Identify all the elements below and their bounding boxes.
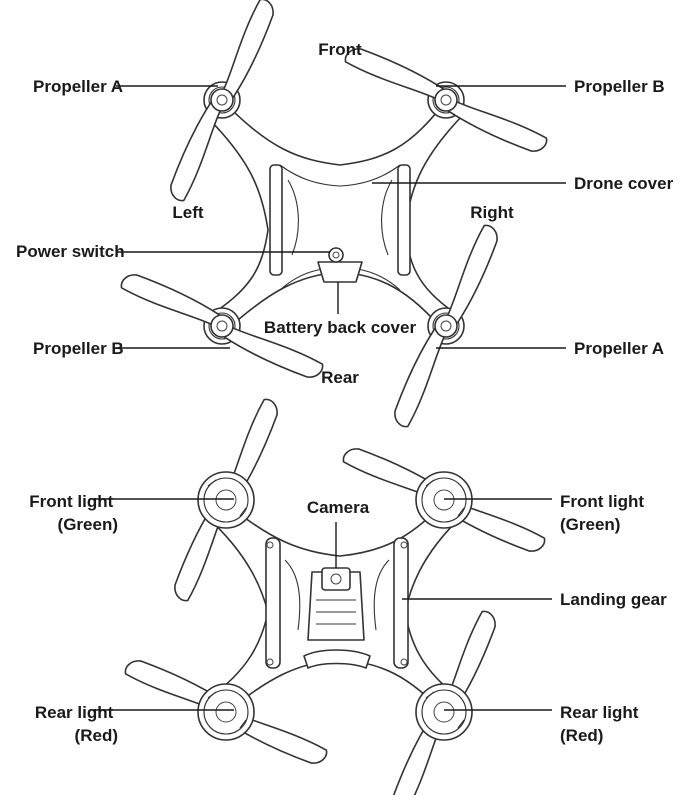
rear-light-left-label: Rear light (Red): [35, 703, 118, 745]
rear-light-left-line2: (Red): [75, 726, 118, 745]
left-label: Left: [172, 203, 204, 222]
battery-back-cover-label: Battery back cover: [264, 318, 417, 337]
propeller-b-label-rear-left: Propeller B: [33, 339, 124, 358]
rear-light-right-label: Rear light (Red): [560, 703, 643, 745]
right-label: Right: [470, 203, 514, 222]
bottom-view-frame: [205, 499, 463, 717]
front-light-left-line2: (Green): [58, 515, 118, 534]
propeller-a-label-rear-right: Propeller A: [574, 339, 664, 358]
bottom-view: Front light (Green) Front light (Green) …: [29, 395, 667, 795]
front-light-left-line1: Front light: [29, 492, 113, 511]
camera-label: Camera: [307, 498, 370, 517]
front-light-right-line1: Front light: [560, 492, 644, 511]
top-view: Front Rear Left Right Propeller A Propel…: [16, 0, 674, 431]
propeller-b-label-front-right: Propeller B: [574, 77, 665, 96]
front-light-right-line2: (Green): [560, 515, 620, 534]
power-switch-label: Power switch: [16, 242, 125, 261]
rear-label: Rear: [321, 368, 359, 387]
rear-light-right-line1: Rear light: [560, 703, 639, 722]
front-light-right-label: Front light (Green): [560, 492, 649, 534]
rear-light-right-line2: (Red): [560, 726, 603, 745]
rear-light-left-line1: Rear light: [35, 703, 114, 722]
top-view-frame: [205, 99, 463, 335]
front-label: Front: [318, 40, 362, 59]
propeller-a-label-front-left: Propeller A: [33, 77, 123, 96]
drone-cover-label: Drone cover: [574, 174, 674, 193]
landing-gear-label: Landing gear: [560, 590, 667, 609]
front-light-left-label: Front light (Green): [29, 492, 118, 534]
